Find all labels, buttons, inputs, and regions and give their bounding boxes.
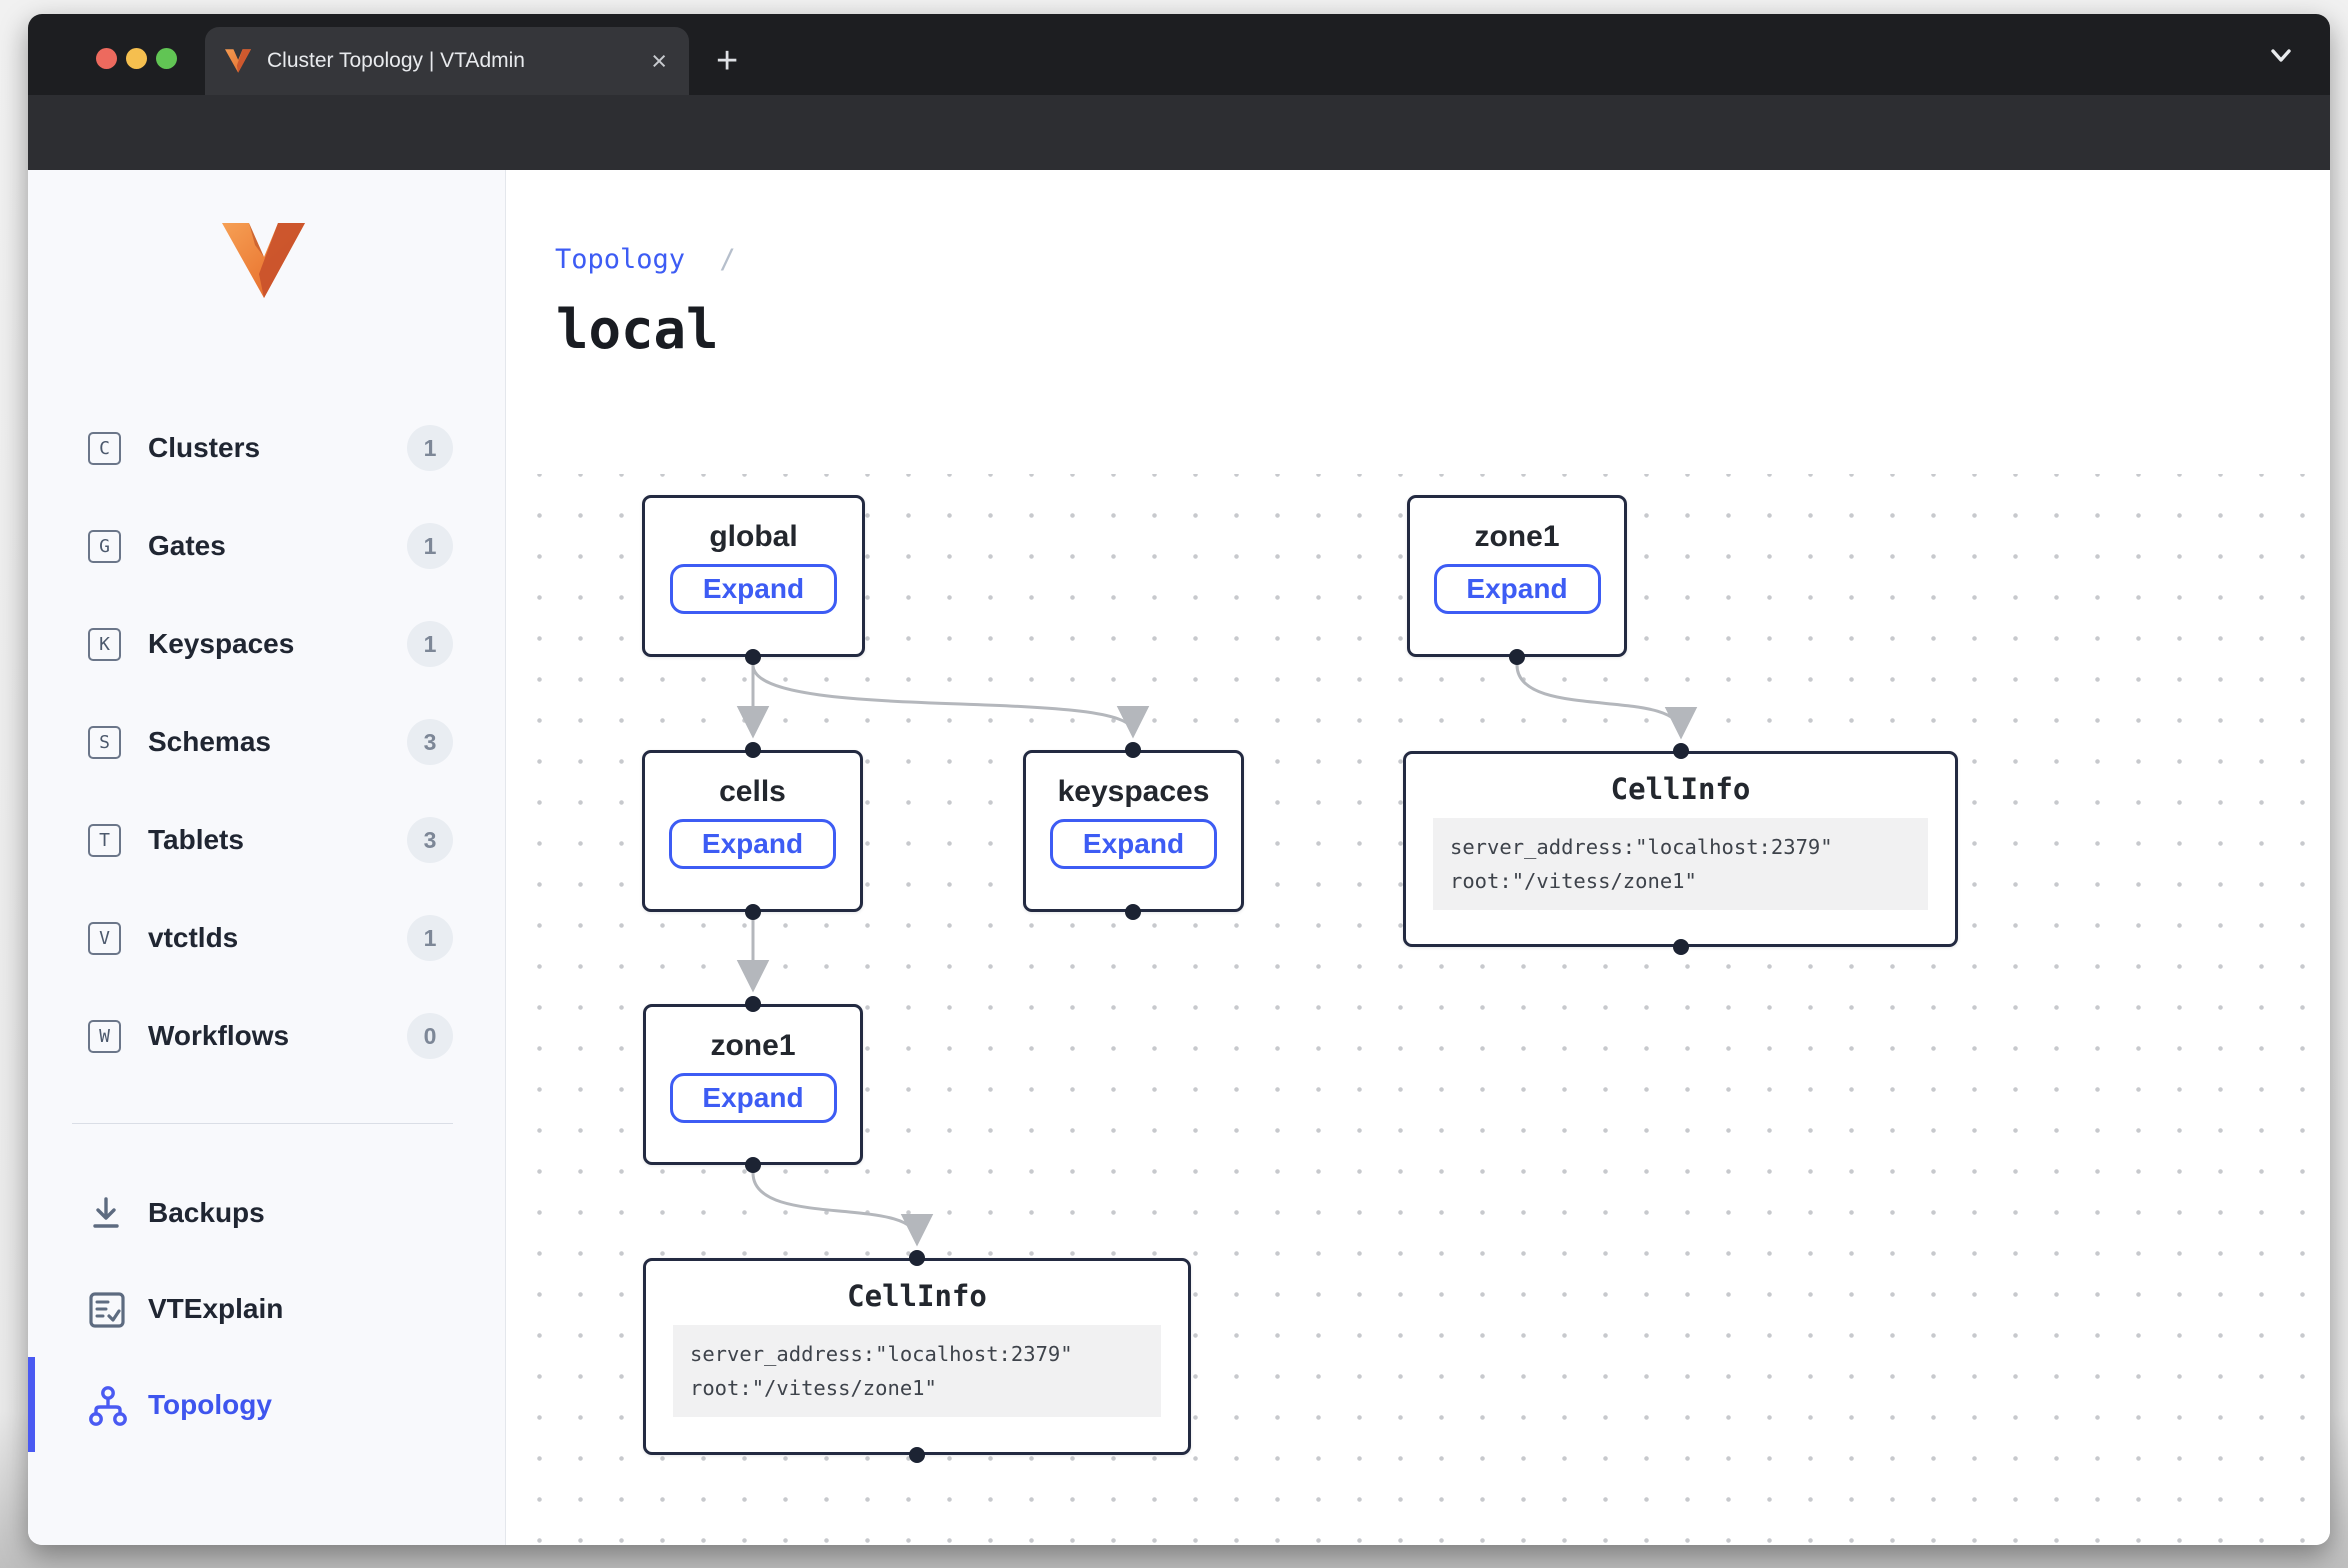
tab-search-chevron-icon[interactable] [2266,40,2296,75]
node-cells[interactable]: cells Expand [642,750,863,912]
expand-button[interactable]: Expand [1433,564,1601,614]
node-keyspaces[interactable]: keyspaces Expand [1023,750,1244,912]
cellinfo-code: server_address:"localhost:2379" root:"/v… [673,1325,1161,1417]
expand-button[interactable]: Expand [670,564,837,614]
edge-zone1-cellinfo-lower [751,1172,934,1247]
expand-button[interactable]: Expand [669,819,836,869]
gates-letter-icon: G [88,529,121,563]
sidebar-item-keyspaces[interactable]: K Keyspaces 1 [28,616,505,672]
vitess-favicon [225,49,251,73]
port [1673,939,1689,955]
main-content: Topology / local global Expand [506,170,2330,1545]
port [745,649,761,665]
page-title: local [556,298,719,361]
edge-global-keyspaces [751,664,1150,739]
port [745,742,761,758]
expand-button[interactable]: Expand [669,1073,837,1123]
sidebar-item-gates[interactable]: G Gates 1 [28,518,505,574]
traffic-minimize-button[interactable] [126,48,147,69]
count-badge: 1 [407,425,453,471]
browser-toolbar: localhost:14201/topology/local ☆ Incogni… [28,95,2330,243]
port [1125,742,1141,758]
browser-window: Cluster Topology | VTAdmin × + localhost… [28,14,2330,1545]
topology-canvas[interactable]: global Expand zone1 Expand cells Expand … [506,474,2330,1545]
tab-strip: Cluster Topology | VTAdmin × + [28,14,2330,95]
sidebar-divider [72,1123,453,1124]
sidebar-item-topology[interactable]: Topology [28,1379,505,1435]
traffic-close-button[interactable] [96,48,117,69]
sidebar-item-workflows[interactable]: W Workflows 0 [28,1008,505,1064]
clusters-letter-icon: C [88,431,121,465]
active-nav-indicator [28,1357,35,1452]
port [1125,904,1141,920]
sidebar-item-clusters[interactable]: C Clusters 1 [28,420,505,476]
node-cellinfo-right[interactable]: CellInfo server_address:"localhost:2379"… [1403,751,1958,947]
new-tab-button[interactable]: + [716,40,739,82]
sidebar-item-vtctlds[interactable]: V vtctlds 1 [28,910,505,966]
count-badge: 3 [407,817,453,863]
sidebar-item-schemas[interactable]: S Schemas 3 [28,714,505,770]
schemas-letter-icon: S [88,725,121,759]
port [909,1447,925,1463]
vitess-logo [222,223,305,303]
count-badge: 1 [407,621,453,667]
breadcrumb-separator: / [719,244,736,275]
browser-tab[interactable]: Cluster Topology | VTAdmin × [205,27,689,95]
vtctlds-letter-icon: V [88,921,121,955]
graph-edges [736,664,1698,1247]
expand-button[interactable]: Expand [1050,819,1217,869]
breadcrumb: Topology / [555,244,736,275]
count-badge: 3 [407,719,453,765]
node-zone1-lower[interactable]: zone1 Expand [643,1004,863,1165]
keyspaces-letter-icon: K [88,627,121,661]
download-icon [86,1193,126,1240]
workflows-letter-icon: W [88,1019,121,1053]
sidebar-item-vtexplain[interactable]: VTExplain [28,1283,505,1339]
count-badge: 1 [407,523,453,569]
count-badge: 0 [407,1013,453,1059]
node-cellinfo-lower[interactable]: CellInfo server_address:"localhost:2379"… [643,1258,1191,1455]
sidebar: C Clusters 1 G Gates 1 K Keyspaces 1 S S… [28,170,506,1545]
port [745,1157,761,1173]
node-global[interactable]: global Expand [642,495,865,657]
port [909,1250,925,1266]
port [745,996,761,1012]
breadcrumb-topology-link[interactable]: Topology [555,244,686,275]
tablets-letter-icon: T [88,823,121,857]
sidebar-item-tablets[interactable]: T Tablets 3 [28,812,505,868]
document-check-icon [86,1289,128,1336]
port [745,904,761,920]
topology-icon [86,1385,130,1434]
edge-zone1-cellinfo [1515,664,1698,740]
node-zone1-top[interactable]: zone1 Expand [1407,495,1627,657]
tab-title: Cluster Topology | VTAdmin [267,49,525,72]
tab-close-icon[interactable]: × [651,45,667,76]
traffic-zoom-button[interactable] [156,48,177,69]
sidebar-item-backups[interactable]: Backups [28,1187,505,1243]
cellinfo-code: server_address:"localhost:2379" root:"/v… [1433,818,1928,910]
port [1673,743,1689,759]
port [1509,649,1525,665]
count-badge: 1 [407,915,453,961]
